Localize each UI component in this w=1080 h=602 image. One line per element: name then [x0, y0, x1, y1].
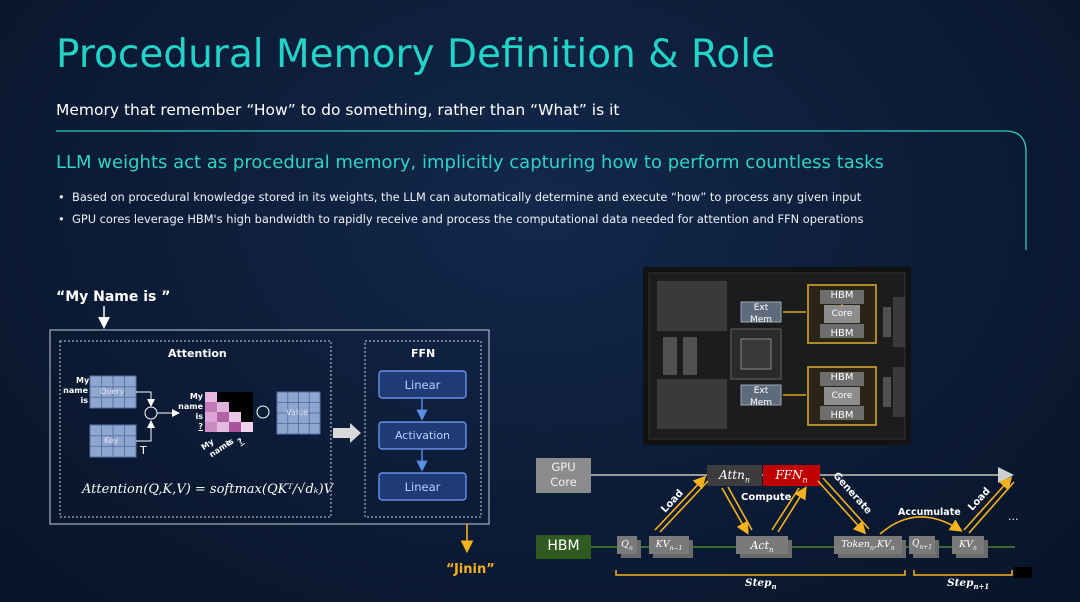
ffn-label: FFNn	[775, 468, 808, 485]
gpu-core-box	[536, 458, 591, 493]
hbm-stack-kv	[649, 536, 693, 558]
key-label: Key	[104, 436, 119, 445]
step-n-label: Stepn	[745, 577, 777, 592]
qn1-label: Qn+1	[911, 539, 933, 551]
row-token: name	[63, 386, 88, 395]
ffn-linear-1-label: Linear	[404, 378, 441, 392]
hbm-stack-qn1	[909, 536, 939, 558]
key-matrix	[89, 424, 137, 458]
attention-block	[59, 340, 332, 518]
step-n1-label: Stepn+1	[947, 577, 990, 592]
ffn-title: FFN	[411, 347, 436, 360]
ffn-activation-label: Activation	[394, 429, 451, 442]
attention-to-ffn-arrow	[333, 423, 361, 443]
ffn-block	[364, 340, 482, 518]
bullet-text: GPU cores leverage HBM's high bandwidth …	[72, 212, 864, 226]
core-label: Core	[831, 391, 853, 401]
gpu-board-image	[643, 267, 911, 445]
transformer-frame	[49, 329, 490, 525]
section-heading: LLM weights act as procedural memory, im…	[56, 152, 884, 173]
bullet-item: • Based on procedural knowledge stored in…	[58, 190, 861, 204]
ffn-box	[763, 465, 820, 486]
score-matrix	[205, 392, 253, 432]
transpose-label: T	[140, 444, 147, 457]
hbm-stack-qn	[617, 536, 641, 558]
ffn-linear-2-label: Linear	[404, 480, 441, 494]
score-row: is	[195, 412, 203, 421]
step-n1-bracket	[913, 570, 1013, 576]
query-matrix	[89, 375, 137, 409]
score-row: My	[189, 392, 203, 401]
hbm-label: HBM	[830, 410, 854, 421]
kvn-label: KVn	[959, 539, 977, 552]
multiply-icon	[256, 405, 270, 419]
attn-label: Attnn	[719, 468, 750, 485]
core-label: Core	[831, 309, 853, 319]
bullet-dot: •	[58, 212, 65, 226]
token-kv-label: Tokenn,KVn	[841, 539, 895, 552]
hbm-label: HBM	[830, 328, 854, 339]
hbm-label: HBM	[830, 372, 854, 383]
hbm-stack-act	[736, 536, 792, 558]
row-token: is	[80, 396, 88, 405]
query-label: Query	[100, 387, 125, 396]
ellipsis: ...	[1008, 510, 1019, 523]
bullet-text: Based on procedural knowledge stored in …	[72, 190, 862, 204]
bullet-item: • GPU cores leverage HBM's high bandwidth…	[58, 212, 863, 226]
hbm-label: HBM	[547, 538, 580, 554]
attention-formula: Attention(Q,K,V) = softmax(QKᵀ/√dₖ)V	[82, 482, 333, 497]
value-matrix	[276, 391, 321, 435]
hbm-box	[536, 535, 591, 559]
bullet-dot: •	[58, 190, 65, 204]
input-prompt: “My Name is ”	[56, 289, 171, 305]
row-token: My	[76, 376, 90, 385]
page-title: Procedural Memory Definition & Role	[56, 32, 776, 77]
act-label: Actn	[750, 539, 774, 555]
step-n-bracket	[615, 570, 906, 576]
hbm-stack-token	[834, 536, 906, 558]
ffn-linear-2	[378, 472, 467, 501]
attn-box	[707, 465, 762, 486]
hbm-label: HBM	[830, 290, 854, 301]
value-label: Value	[286, 408, 308, 417]
ext-mem-box	[740, 301, 782, 323]
accumulate-label: Accumulate	[898, 507, 961, 518]
qn-label: Qn	[621, 539, 633, 552]
kv-prev-label: KVn−1	[655, 539, 683, 552]
subtitle: Memory that remember “How” to do somethi…	[56, 101, 620, 119]
score-row: ?	[198, 422, 203, 431]
score-row: name	[178, 402, 203, 411]
output-token: “Jinin”	[446, 562, 495, 577]
ext-mem-box	[740, 384, 782, 406]
hbm-stack-kvn	[952, 536, 988, 558]
attention-title: Attention	[168, 347, 227, 360]
compute-label: Compute	[741, 492, 792, 503]
